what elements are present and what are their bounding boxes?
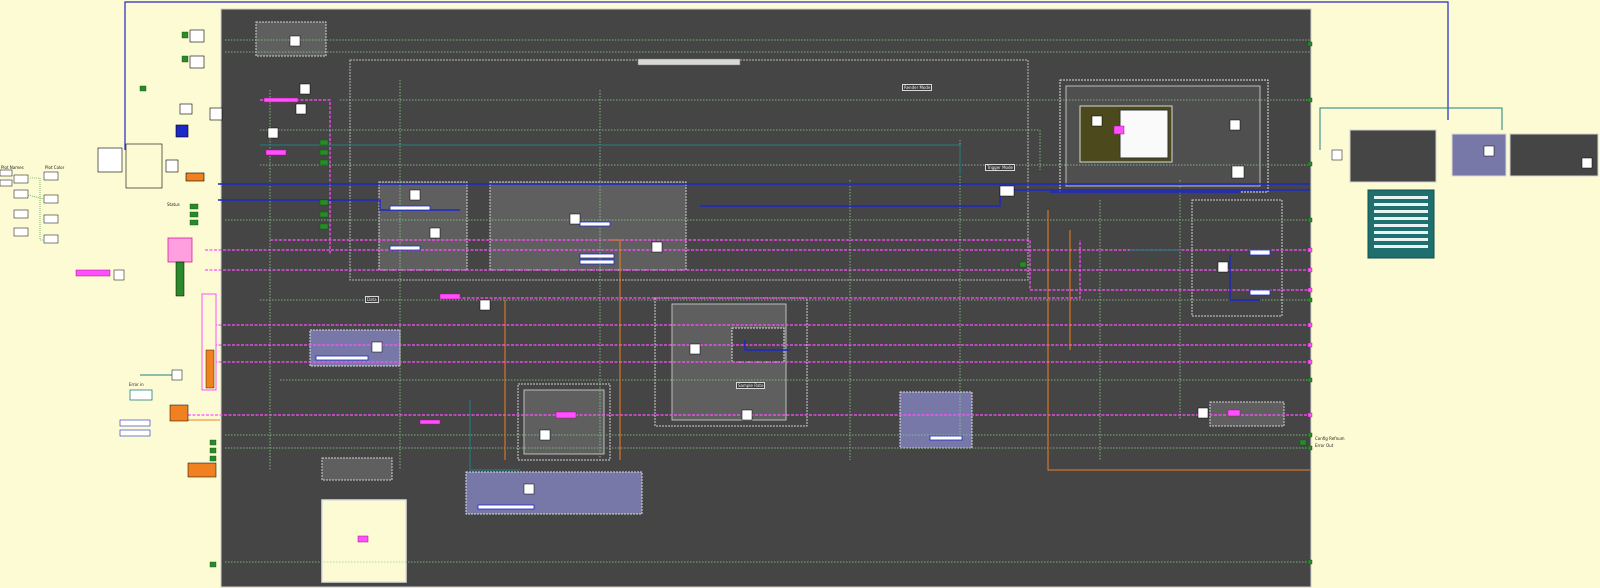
- case-structure-right-lower[interactable]: [1191, 199, 1283, 317]
- left-label-plot-names: Plot Names: [1, 165, 24, 170]
- pink-wires[interactable]: [170, 99, 1310, 416]
- white-frame[interactable]: [1119, 109, 1169, 159]
- right-edge-tunnels[interactable]: [1307, 41, 1313, 565]
- sequence-frame-a[interactable]: [378, 181, 468, 271]
- right-label-config-refnum: Config Refnum: [1315, 436, 1345, 441]
- feedback-wire-top[interactable]: [124, 1, 1449, 150]
- inner-label-sample-rate: Sample Rate: [736, 382, 766, 389]
- green-terminals[interactable]: [139, 31, 1307, 568]
- event-structure-left[interactable]: [309, 329, 401, 367]
- case-selector-large[interactable]: [637, 58, 741, 66]
- left-label-status: Status: [167, 202, 180, 207]
- subvi-block-bottom[interactable]: [321, 457, 393, 481]
- inner-label-data: Data: [365, 296, 379, 303]
- subvi-icons[interactable]: [171, 35, 1593, 495]
- sequence-frame-c-inner[interactable]: [523, 389, 605, 455]
- blue-indicators[interactable]: [315, 205, 1271, 510]
- left-label-error-in: Error in: [129, 382, 144, 387]
- case-structure-center-innermost[interactable]: [731, 327, 785, 363]
- right-label-error-out: Error Out: [1315, 443, 1334, 448]
- dark-frame-right-1[interactable]: [1349, 129, 1437, 183]
- right-edge-pink-tunnels[interactable]: [1307, 247, 1313, 418]
- inner-label-trigger-mode: Trigger Mode: [985, 164, 1015, 171]
- left-subvi-nodes[interactable]: [97, 29, 223, 189]
- left-terminal-cluster[interactable]: [0, 169, 59, 244]
- teal-wires[interactable]: [140, 107, 1503, 471]
- dark-frame-right-2[interactable]: [1509, 133, 1599, 177]
- teal-cluster-rows: [1374, 196, 1428, 248]
- event-structure-right[interactable]: [1451, 133, 1507, 177]
- left-array-cluster[interactable]: [75, 237, 217, 478]
- subvi-block-right[interactable]: [1209, 401, 1285, 427]
- left-label-plot-color: Plot Color: [45, 165, 65, 170]
- pink-indicators[interactable]: [263, 97, 1241, 543]
- inner-label-render-mode: Render Mode: [902, 84, 933, 91]
